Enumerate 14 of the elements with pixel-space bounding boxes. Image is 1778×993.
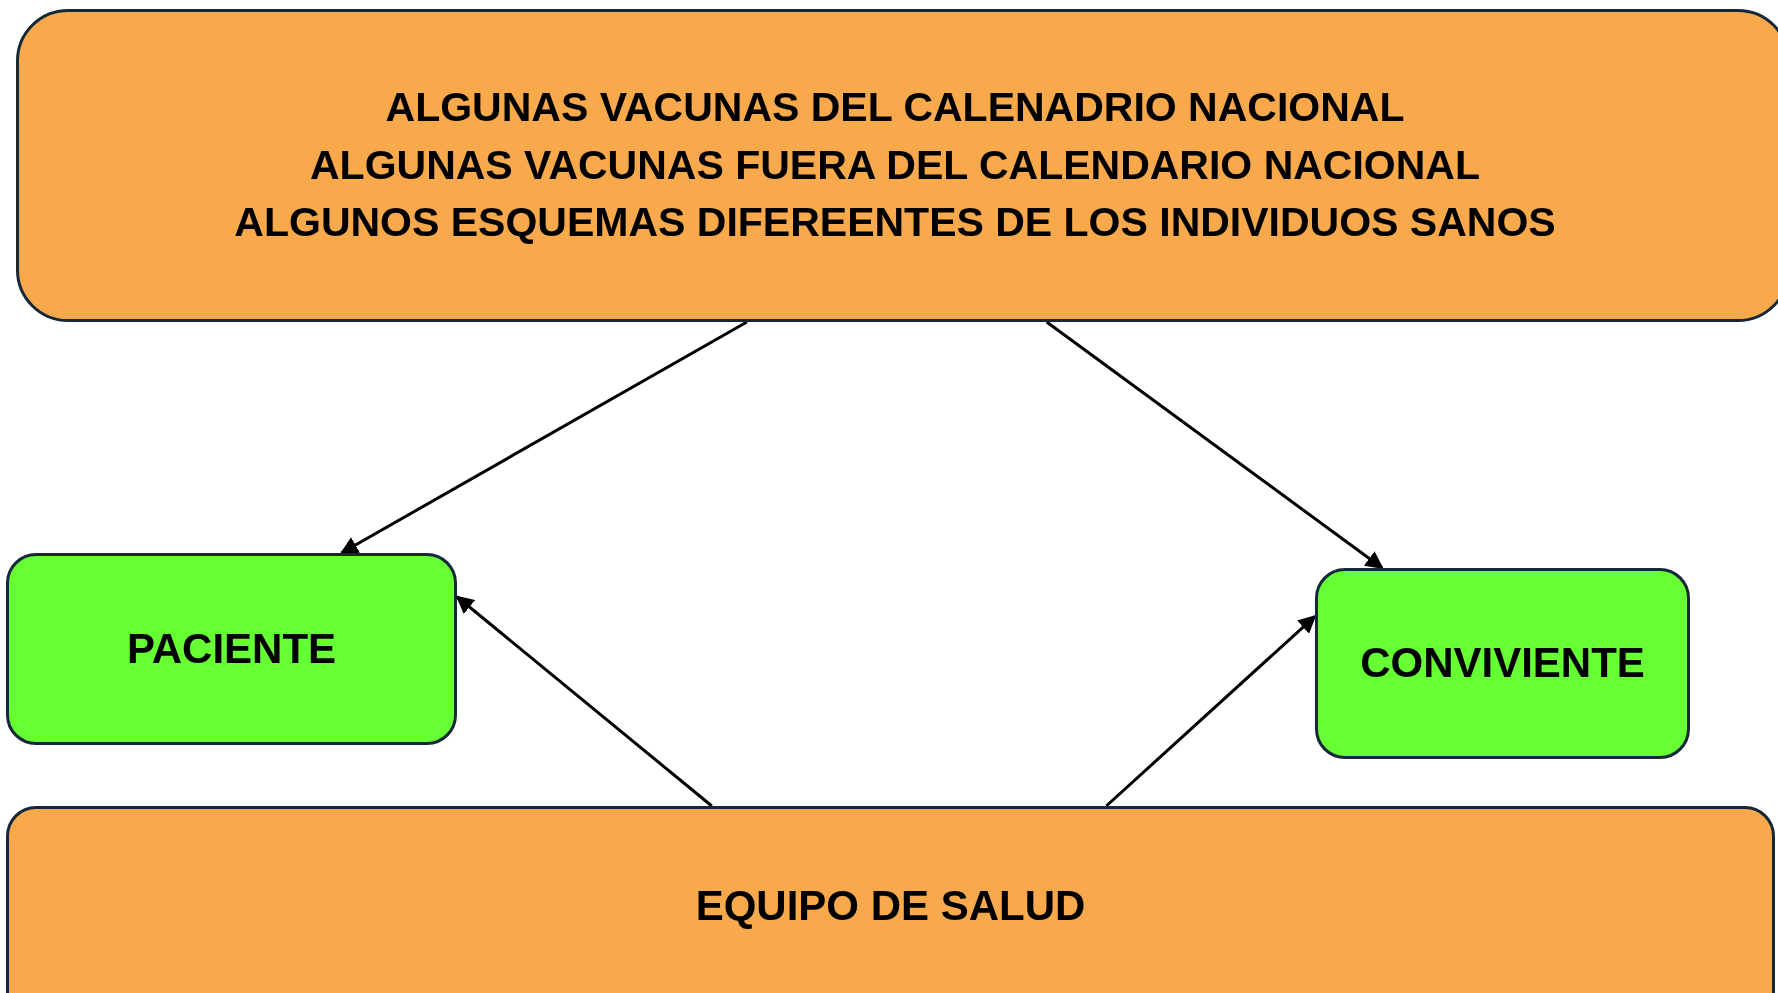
role-box (1315, 568, 1690, 759)
box-title: PACIENTE (126, 623, 337, 674)
arrow (339, 320, 748, 555)
role-box (6, 553, 457, 745)
arrow (1045, 320, 1384, 570)
box-title: ALGUNOS ESQUEMAS DIFEREENTES DE LOS INDIVIDUOS SANOS (234, 198, 1556, 248)
arrow (1105, 615, 1317, 808)
box-title: ALGUNAS VACUNAS FUERA DEL CALENDARIO NACIONAL (310, 140, 1480, 190)
banner-box (16, 9, 1778, 322)
arrow (455, 595, 713, 808)
box-title: EQUIPO DE SALUD (695, 881, 1086, 931)
banner-box (6, 806, 1775, 993)
box-title: ALGUNAS VACUNAS DEL CALENADRIO NACIONAL (385, 83, 1405, 133)
box-title: CONVIVIENTE (1360, 638, 1645, 689)
